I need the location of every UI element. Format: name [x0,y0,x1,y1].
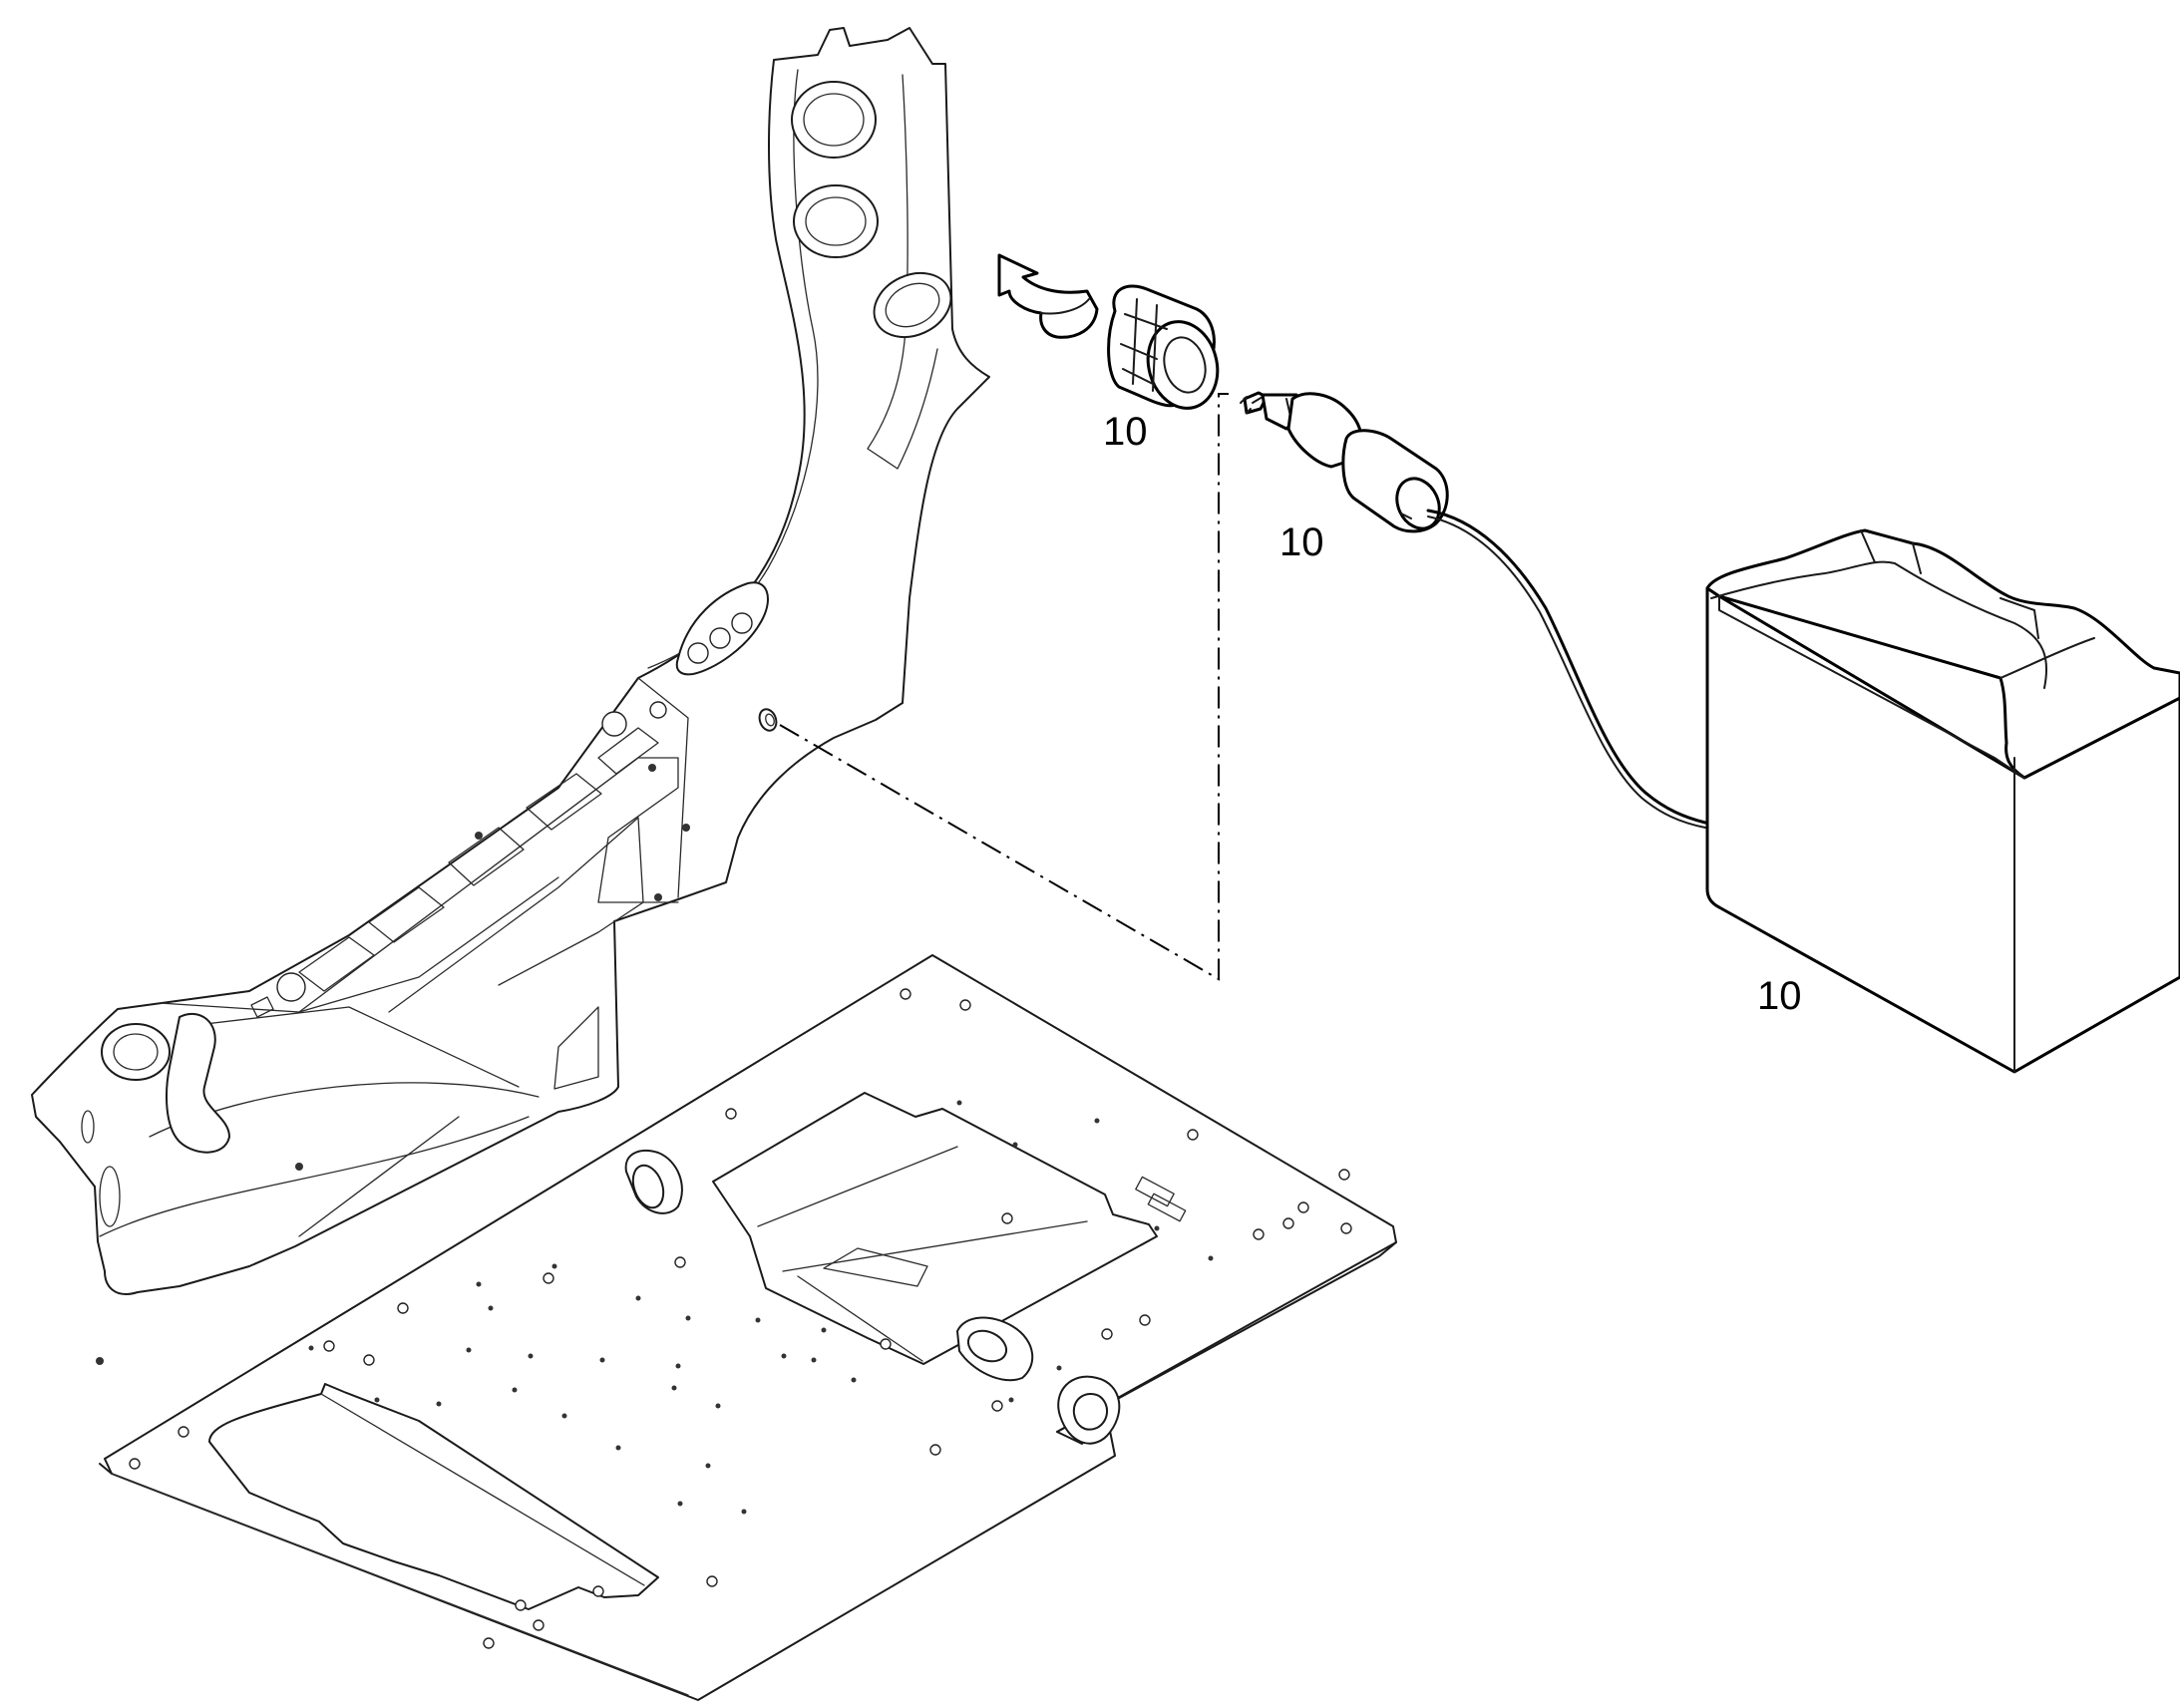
mounting-cup-right [956,1316,1034,1382]
frame-mounting-hole [758,708,778,732]
frame-end-openings [81,701,667,1227]
plug-callout: 10 [1279,520,1324,564]
battery-callout: 10 [1757,974,1802,1018]
pillar-openings [675,81,952,676]
rotate-arrow-icon [997,253,1099,339]
assembly-leader-line [779,393,1229,981]
mounting-cup-left [624,1150,683,1214]
hitch-loop [1057,1375,1121,1445]
plate-holes [129,988,1352,1649]
frame-apertures [298,727,659,992]
retainer-callout: 10 [1103,410,1148,454]
power-plug [1240,391,1707,829]
body-frame [31,27,990,1365]
front-cutout [208,1383,659,1610]
floor-plate [99,954,1397,1701]
center-pan [712,1092,1187,1365]
battery [1705,528,2180,1074]
retainer-clip [1107,284,1220,410]
